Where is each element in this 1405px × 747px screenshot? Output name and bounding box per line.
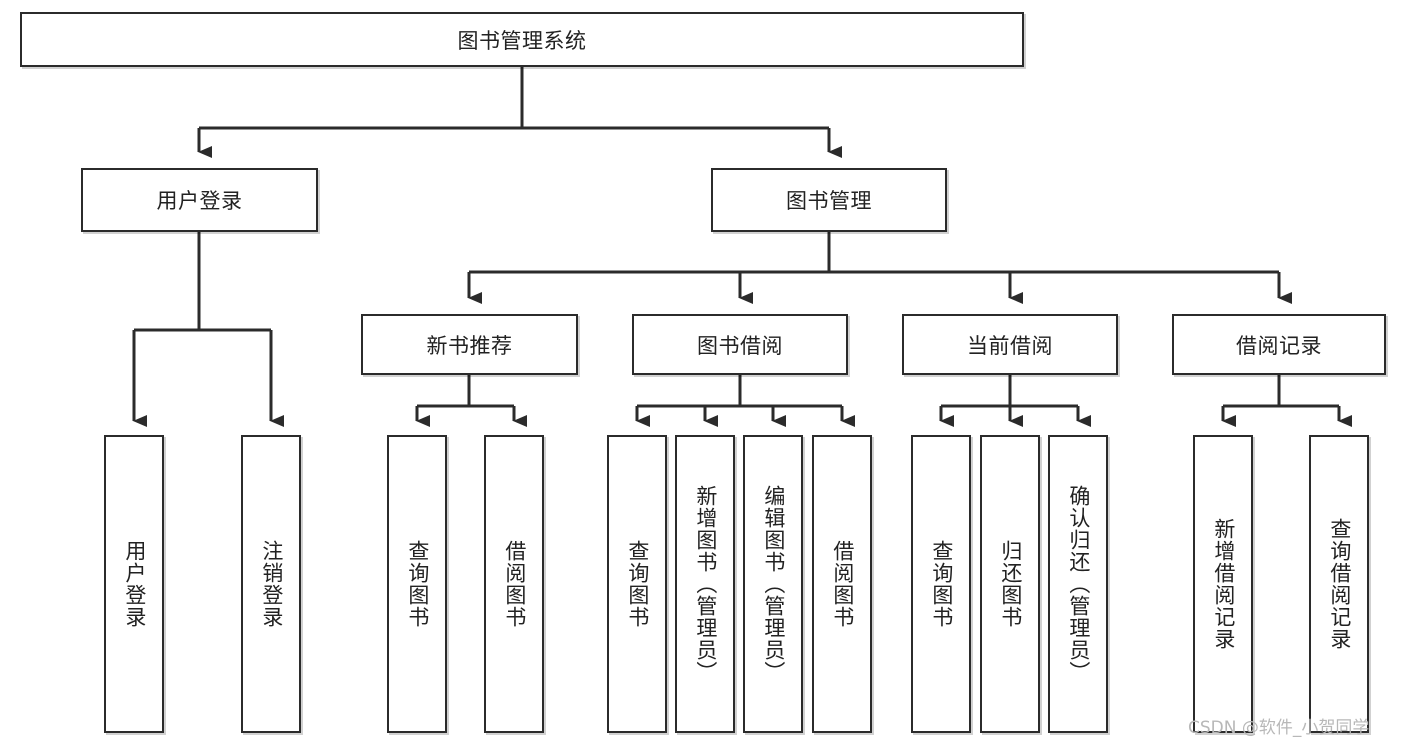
node-leaf-add-record[interactable]: 新增借阅记录 bbox=[1193, 435, 1253, 733]
node-leaf-query-book-1[interactable]: 查询图书 bbox=[387, 435, 447, 733]
watermark-text: CSDN @软件_小贺同学 bbox=[1188, 718, 1370, 738]
node-leaf-query-record-label: 查询借阅记录 bbox=[1327, 518, 1352, 650]
node-new-book-recommend[interactable]: 新书推荐 bbox=[361, 314, 578, 375]
node-leaf-return-book-label: 归还图书 bbox=[998, 540, 1023, 628]
node-leaf-confirm-return[interactable]: 确认归还（管理员） bbox=[1048, 435, 1108, 733]
node-root[interactable]: 图书管理系统 bbox=[20, 12, 1024, 67]
node-leaf-query-book-3[interactable]: 查询图书 bbox=[911, 435, 971, 733]
node-leaf-borrow-book-2[interactable]: 借阅图书 bbox=[812, 435, 872, 733]
node-current-borrow[interactable]: 当前借阅 bbox=[902, 314, 1118, 375]
node-new-book-recommend-label: 新书推荐 bbox=[426, 333, 513, 358]
node-leaf-logout-label: 注销登录 bbox=[259, 540, 284, 628]
node-leaf-add-book-label: 新增图书（管理员） bbox=[693, 485, 718, 683]
node-user-login[interactable]: 用户登录 bbox=[81, 168, 318, 232]
node-user-login-label: 用户登录 bbox=[156, 189, 243, 213]
node-leaf-return-book[interactable]: 归还图书 bbox=[980, 435, 1040, 733]
node-leaf-query-record[interactable]: 查询借阅记录 bbox=[1309, 435, 1369, 733]
node-leaf-query-book-3-label: 查询图书 bbox=[929, 540, 954, 628]
node-leaf-borrow-book-1-label: 借阅图书 bbox=[502, 540, 527, 628]
node-leaf-user-login-label: 用户登录 bbox=[122, 540, 147, 628]
node-root-label: 图书管理系统 bbox=[457, 28, 587, 53]
node-leaf-logout[interactable]: 注销登录 bbox=[241, 435, 301, 733]
node-current-borrow-label: 当前借阅 bbox=[967, 333, 1053, 358]
node-book-manage-label: 图书管理 bbox=[786, 189, 872, 213]
node-leaf-query-book-2-label: 查询图书 bbox=[625, 540, 650, 628]
node-book-manage[interactable]: 图书管理 bbox=[711, 168, 947, 232]
node-leaf-borrow-book-1[interactable]: 借阅图书 bbox=[484, 435, 544, 733]
node-leaf-add-record-label: 新增借阅记录 bbox=[1211, 518, 1236, 650]
node-leaf-edit-book-label: 编辑图书（管理员） bbox=[761, 485, 786, 683]
node-leaf-borrow-book-2-label: 借阅图书 bbox=[830, 540, 855, 628]
node-borrow-record-label: 借阅记录 bbox=[1236, 333, 1322, 358]
node-leaf-add-book[interactable]: 新增图书（管理员） bbox=[675, 435, 735, 733]
node-leaf-user-login[interactable]: 用户登录 bbox=[104, 435, 164, 733]
node-leaf-edit-book[interactable]: 编辑图书（管理员） bbox=[743, 435, 803, 733]
node-book-borrow-label: 图书借阅 bbox=[697, 333, 783, 358]
node-leaf-query-book-1-label: 查询图书 bbox=[405, 540, 430, 628]
node-leaf-confirm-return-label: 确认归还（管理员） bbox=[1066, 485, 1091, 683]
node-leaf-query-book-2[interactable]: 查询图书 bbox=[607, 435, 667, 733]
node-borrow-record[interactable]: 借阅记录 bbox=[1172, 314, 1386, 375]
node-book-borrow[interactable]: 图书借阅 bbox=[632, 314, 848, 375]
